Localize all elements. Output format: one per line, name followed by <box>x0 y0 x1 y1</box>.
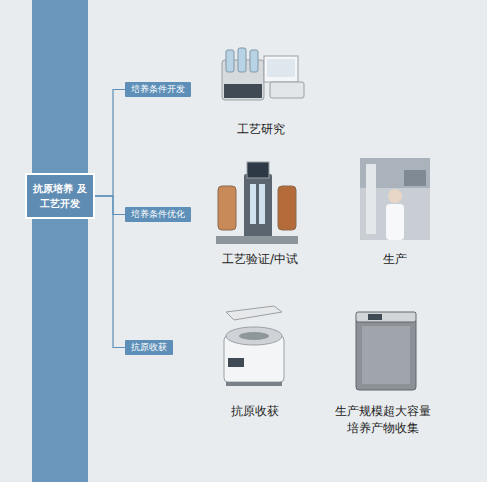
node-text: 培养条件优化 <box>131 209 185 220</box>
benchtop-bioreactor <box>222 48 304 100</box>
benchtop-centrifuge <box>224 306 284 386</box>
node-text: 抗原收获 <box>131 342 167 353</box>
node-text: 抗原培养 及工艺开发 <box>31 181 89 211</box>
root-box: 抗原培养 及工艺开发 <box>25 173 95 219</box>
tree-connector <box>95 90 125 197</box>
floor-centrifuge <box>356 312 416 390</box>
tree-connector <box>95 196 125 215</box>
tree-connector <box>95 196 125 348</box>
production-photo <box>360 158 430 240</box>
side-band <box>32 0 88 482</box>
equipment-caption: 工艺验证/中试 <box>210 251 310 268</box>
equipment-caption: 工艺研究 <box>216 121 306 138</box>
branch-label: 抗原收获 <box>125 340 173 355</box>
branch-label: 培养条件优化 <box>125 207 191 222</box>
equipment-caption: 生产 <box>365 251 425 268</box>
equipment-caption: 生产规模超大容量 培养产物收集 <box>331 403 435 437</box>
equipment-caption: 抗原收获 <box>215 403 295 420</box>
branch-label: 培养条件开发 <box>125 82 191 97</box>
pilot-bioreactors <box>216 162 298 244</box>
node-text: 培养条件开发 <box>131 84 185 95</box>
